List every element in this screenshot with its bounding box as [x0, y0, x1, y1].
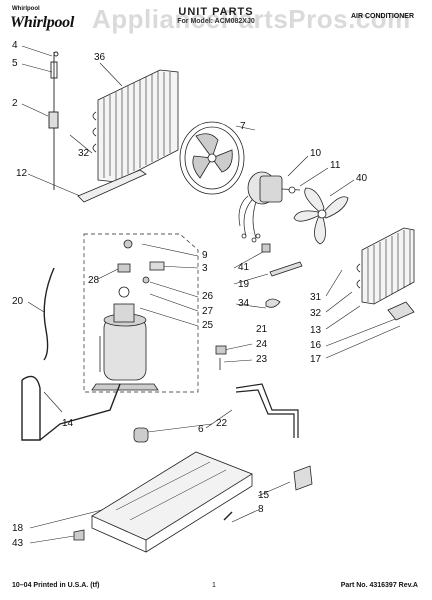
callout-18: 18	[12, 523, 24, 534]
brand-logo: Whirlpool	[10, 14, 74, 31]
discharge-tube	[21, 375, 121, 441]
drain-tube	[77, 169, 147, 203]
callout-22: 22	[216, 418, 228, 429]
thermistor-bracket	[387, 301, 415, 321]
callout-7: 7	[240, 121, 246, 132]
power-cord	[43, 267, 55, 361]
callout-40: 40	[356, 173, 368, 184]
leader-lines	[21, 45, 401, 544]
callout-labels: 4 5 2 36 32 12 7 10 11 40 9 3 28 26 27 2…	[12, 40, 368, 549]
print-info: 10–04 Printed in U.S.A. (tf)	[12, 582, 100, 589]
callout-21: 21	[256, 324, 268, 335]
callout-36: 36	[94, 52, 106, 63]
category-label: AIR CONDITIONER	[351, 13, 414, 20]
fan-motor	[238, 171, 301, 243]
callout-9: 9	[202, 250, 208, 261]
callout-31: 31	[310, 292, 322, 303]
callout-14: 14	[62, 418, 74, 429]
callout-8: 8	[258, 504, 264, 515]
callout-24: 24	[256, 339, 268, 350]
suction-tube	[235, 383, 299, 438]
mounting-bracket	[293, 465, 313, 491]
callout-13: 13	[310, 325, 322, 336]
watermark: AppliancePartsPros.com	[92, 4, 411, 34]
model-number: For Model: ACM082XJ0	[177, 18, 255, 25]
callout-43: 43	[12, 538, 24, 549]
base-pan	[91, 451, 253, 553]
screw-part-43	[73, 529, 85, 541]
callout-25: 25	[202, 320, 214, 331]
callout-19: 19	[238, 279, 250, 290]
screw-part-8	[223, 511, 233, 521]
callout-5: 5	[12, 58, 18, 69]
brand-small-label: Whirlpool	[12, 6, 40, 12]
page-number: 1	[212, 582, 216, 589]
callout-11: 11	[330, 160, 341, 171]
callout-12: 12	[16, 168, 28, 179]
small-parts-mid	[261, 243, 303, 308]
callout-16: 16	[310, 340, 322, 351]
callout-41: 41	[238, 262, 250, 273]
evaporator-coil	[356, 227, 415, 305]
page-title: UNIT PARTS	[178, 6, 254, 18]
callout-27: 27	[202, 306, 214, 317]
callout-32-right: 32	[310, 308, 322, 319]
callout-2: 2	[12, 98, 18, 109]
callout-3: 3	[202, 263, 208, 274]
callout-17: 17	[310, 354, 322, 365]
callout-34: 34	[238, 298, 250, 309]
part-number: Part No. 4316397 Rev.A	[340, 582, 418, 589]
callout-15: 15	[258, 490, 270, 501]
compressor-group-outline	[83, 233, 199, 393]
condenser-fan-blade	[293, 187, 349, 245]
compressor-small-parts	[117, 239, 165, 298]
compressor	[91, 303, 159, 391]
callout-23: 23	[256, 354, 268, 365]
condenser-coil	[92, 69, 179, 183]
callout-4: 4	[12, 40, 18, 51]
callout-6: 6	[198, 424, 204, 435]
callout-28: 28	[88, 275, 100, 286]
callout-26: 26	[202, 291, 214, 302]
blower-wheel	[179, 121, 245, 195]
drier-tube	[48, 51, 59, 190]
nut-and-bolt	[215, 345, 227, 370]
callout-10: 10	[310, 148, 322, 159]
grommet	[133, 427, 149, 443]
callout-32-top: 32	[78, 148, 90, 159]
callout-20: 20	[12, 296, 24, 307]
